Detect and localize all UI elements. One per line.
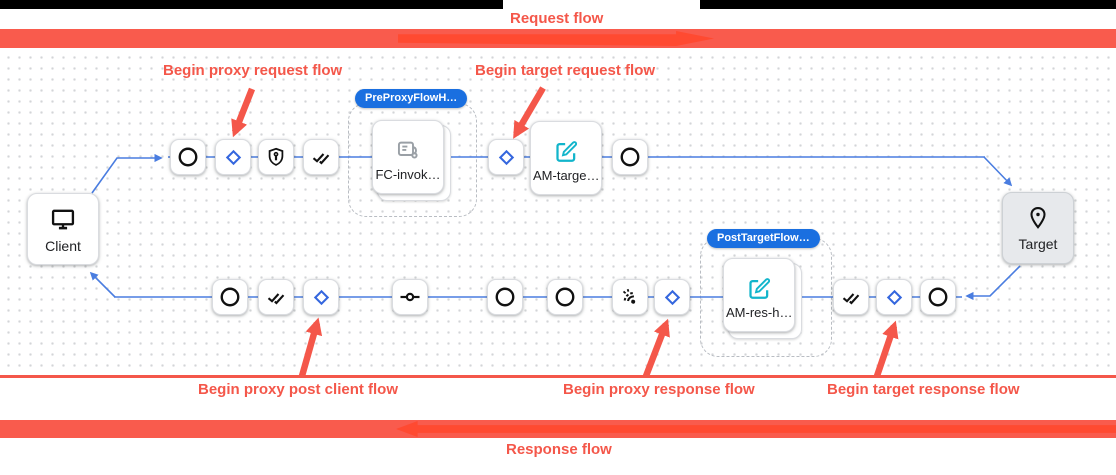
edit-icon [553, 138, 580, 165]
shield-key-icon [265, 146, 287, 168]
diamond-icon [223, 147, 244, 168]
am-res-handler-label: AM-res-h… [726, 304, 792, 320]
request-policy-shield[interactable] [258, 139, 294, 175]
circle-icon [619, 146, 641, 168]
request-step-1[interactable] [170, 139, 206, 175]
response-step-right[interactable] [920, 279, 956, 315]
circle-icon [494, 286, 516, 308]
begin-proxy-post-client-flow-label: Begin proxy post client flow [198, 381, 399, 398]
am-res-handler[interactable]: AM-res-h… [723, 258, 795, 332]
double-check-icon [839, 285, 863, 309]
flow-callout-icon [395, 137, 422, 164]
pin-icon [1025, 205, 1051, 231]
response-step-c1[interactable] [487, 279, 523, 315]
request-step-2[interactable] [612, 139, 648, 175]
target-request-flowhook[interactable] [488, 139, 524, 175]
am-target-label: AM-targe… [533, 167, 599, 183]
edit-icon [746, 275, 773, 302]
double-check-icon [309, 145, 333, 169]
client-label: Client [45, 237, 81, 254]
circle-icon [177, 146, 199, 168]
response-doublecheck-left[interactable] [258, 279, 294, 315]
response-policy-connector[interactable] [392, 279, 428, 315]
post-client-flowhook[interactable] [303, 279, 339, 315]
circle-icon [219, 286, 241, 308]
am-target[interactable]: AM-targe… [530, 121, 602, 195]
request-flow-label: Request flow [510, 10, 604, 27]
fc-invoke[interactable]: FC-invok… [372, 120, 444, 194]
diamond-icon [496, 147, 517, 168]
diamond-icon [662, 287, 683, 308]
diamond-icon [311, 287, 332, 308]
post-target-flow-hook-badge[interactable]: PostTargetFlow… [707, 229, 820, 248]
proxy-request-flowhook[interactable] [215, 139, 251, 175]
target[interactable]: Target [1002, 192, 1074, 264]
diamond-icon [884, 287, 905, 308]
begin-proxy-response-flow-label: Begin proxy response flow [563, 381, 755, 398]
connector-icon [398, 285, 422, 309]
flow-canvas[interactable] [0, 48, 1116, 376]
pre-proxy-flow-hook-badge[interactable]: PreProxyFlowH… [355, 89, 468, 108]
monitor-icon [49, 205, 77, 233]
begin-proxy-request-flow-label: Begin proxy request flow [163, 62, 343, 79]
request-banner-gap [503, 0, 700, 29]
target-response-flowhook[interactable] [876, 279, 912, 315]
double-check-icon [264, 285, 288, 309]
target-label: Target [1018, 235, 1058, 252]
response-policy-broadcast[interactable] [612, 279, 648, 315]
broadcast-icon [618, 285, 642, 309]
client[interactable]: Client [27, 193, 99, 265]
circle-icon [927, 286, 949, 308]
begin-target-request-flow-label: Begin target request flow [475, 62, 656, 79]
canvas-bottom-border [0, 375, 1116, 378]
begin-target-response-flow-label: Begin target response flow [827, 381, 1020, 398]
request-flow-arrow [398, 31, 714, 46]
proxy-response-flowhook[interactable] [654, 279, 690, 315]
response-step-left[interactable] [212, 279, 248, 315]
response-doublecheck-right[interactable] [833, 279, 869, 315]
fc-invoke-label: FC-invok… [375, 166, 441, 182]
response-step-c2[interactable] [547, 279, 583, 315]
circle-icon [554, 286, 576, 308]
request-policy-doublecheck[interactable] [303, 139, 339, 175]
response-flow-label: Response flow [506, 441, 612, 458]
